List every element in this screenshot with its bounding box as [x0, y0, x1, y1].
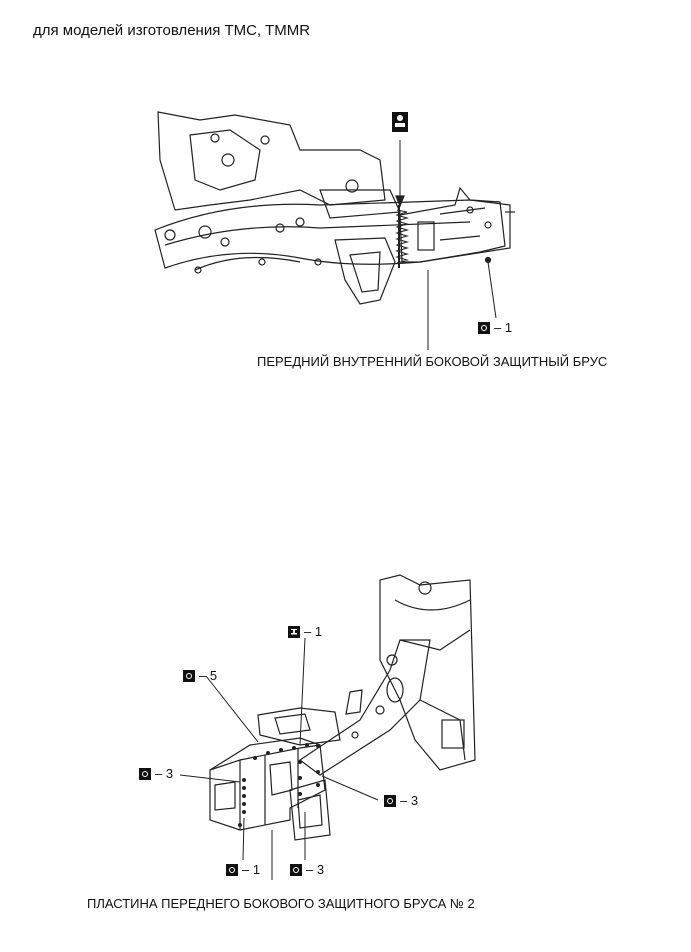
spot-weld-icon [226, 863, 238, 876]
page-heading: для моделей изготовления TMC, TMMR [33, 22, 311, 39]
spot-weld-icon [384, 794, 396, 807]
cut-point-icon [392, 112, 408, 132]
weld-callout-top-1: – 1 [478, 320, 512, 335]
weld-callout-left-3: – 3 [139, 766, 173, 781]
front-side-member-illustration [154, 111, 515, 350]
weld-callout-bottom-3: – 3 [290, 862, 324, 877]
spot-weld-icon [139, 767, 151, 780]
weld-callout-plug-1: – 1 [288, 624, 322, 639]
side-member-plate-illustration [179, 574, 476, 880]
spot-weld-icon [290, 863, 302, 876]
spot-weld-icon [478, 321, 490, 334]
weld-callout-bottom-1: – 1 [226, 862, 260, 877]
weld-callout-5: – 5 [183, 668, 217, 683]
top-figure-caption: ПЕРЕДНИЙ ВНУТРЕННИЙ БОКОВОЙ ЗАЩИТНЫЙ БРУ… [257, 354, 608, 369]
plug-weld-icon [288, 625, 300, 638]
bottom-figure-caption: ПЛАСТИНА ПЕРЕДНЕГО БОКОВОГО ЗАЩИТНОГО БР… [87, 896, 475, 911]
weld-callout-right-3: – 3 [384, 793, 418, 808]
spot-weld-icon [183, 669, 195, 682]
